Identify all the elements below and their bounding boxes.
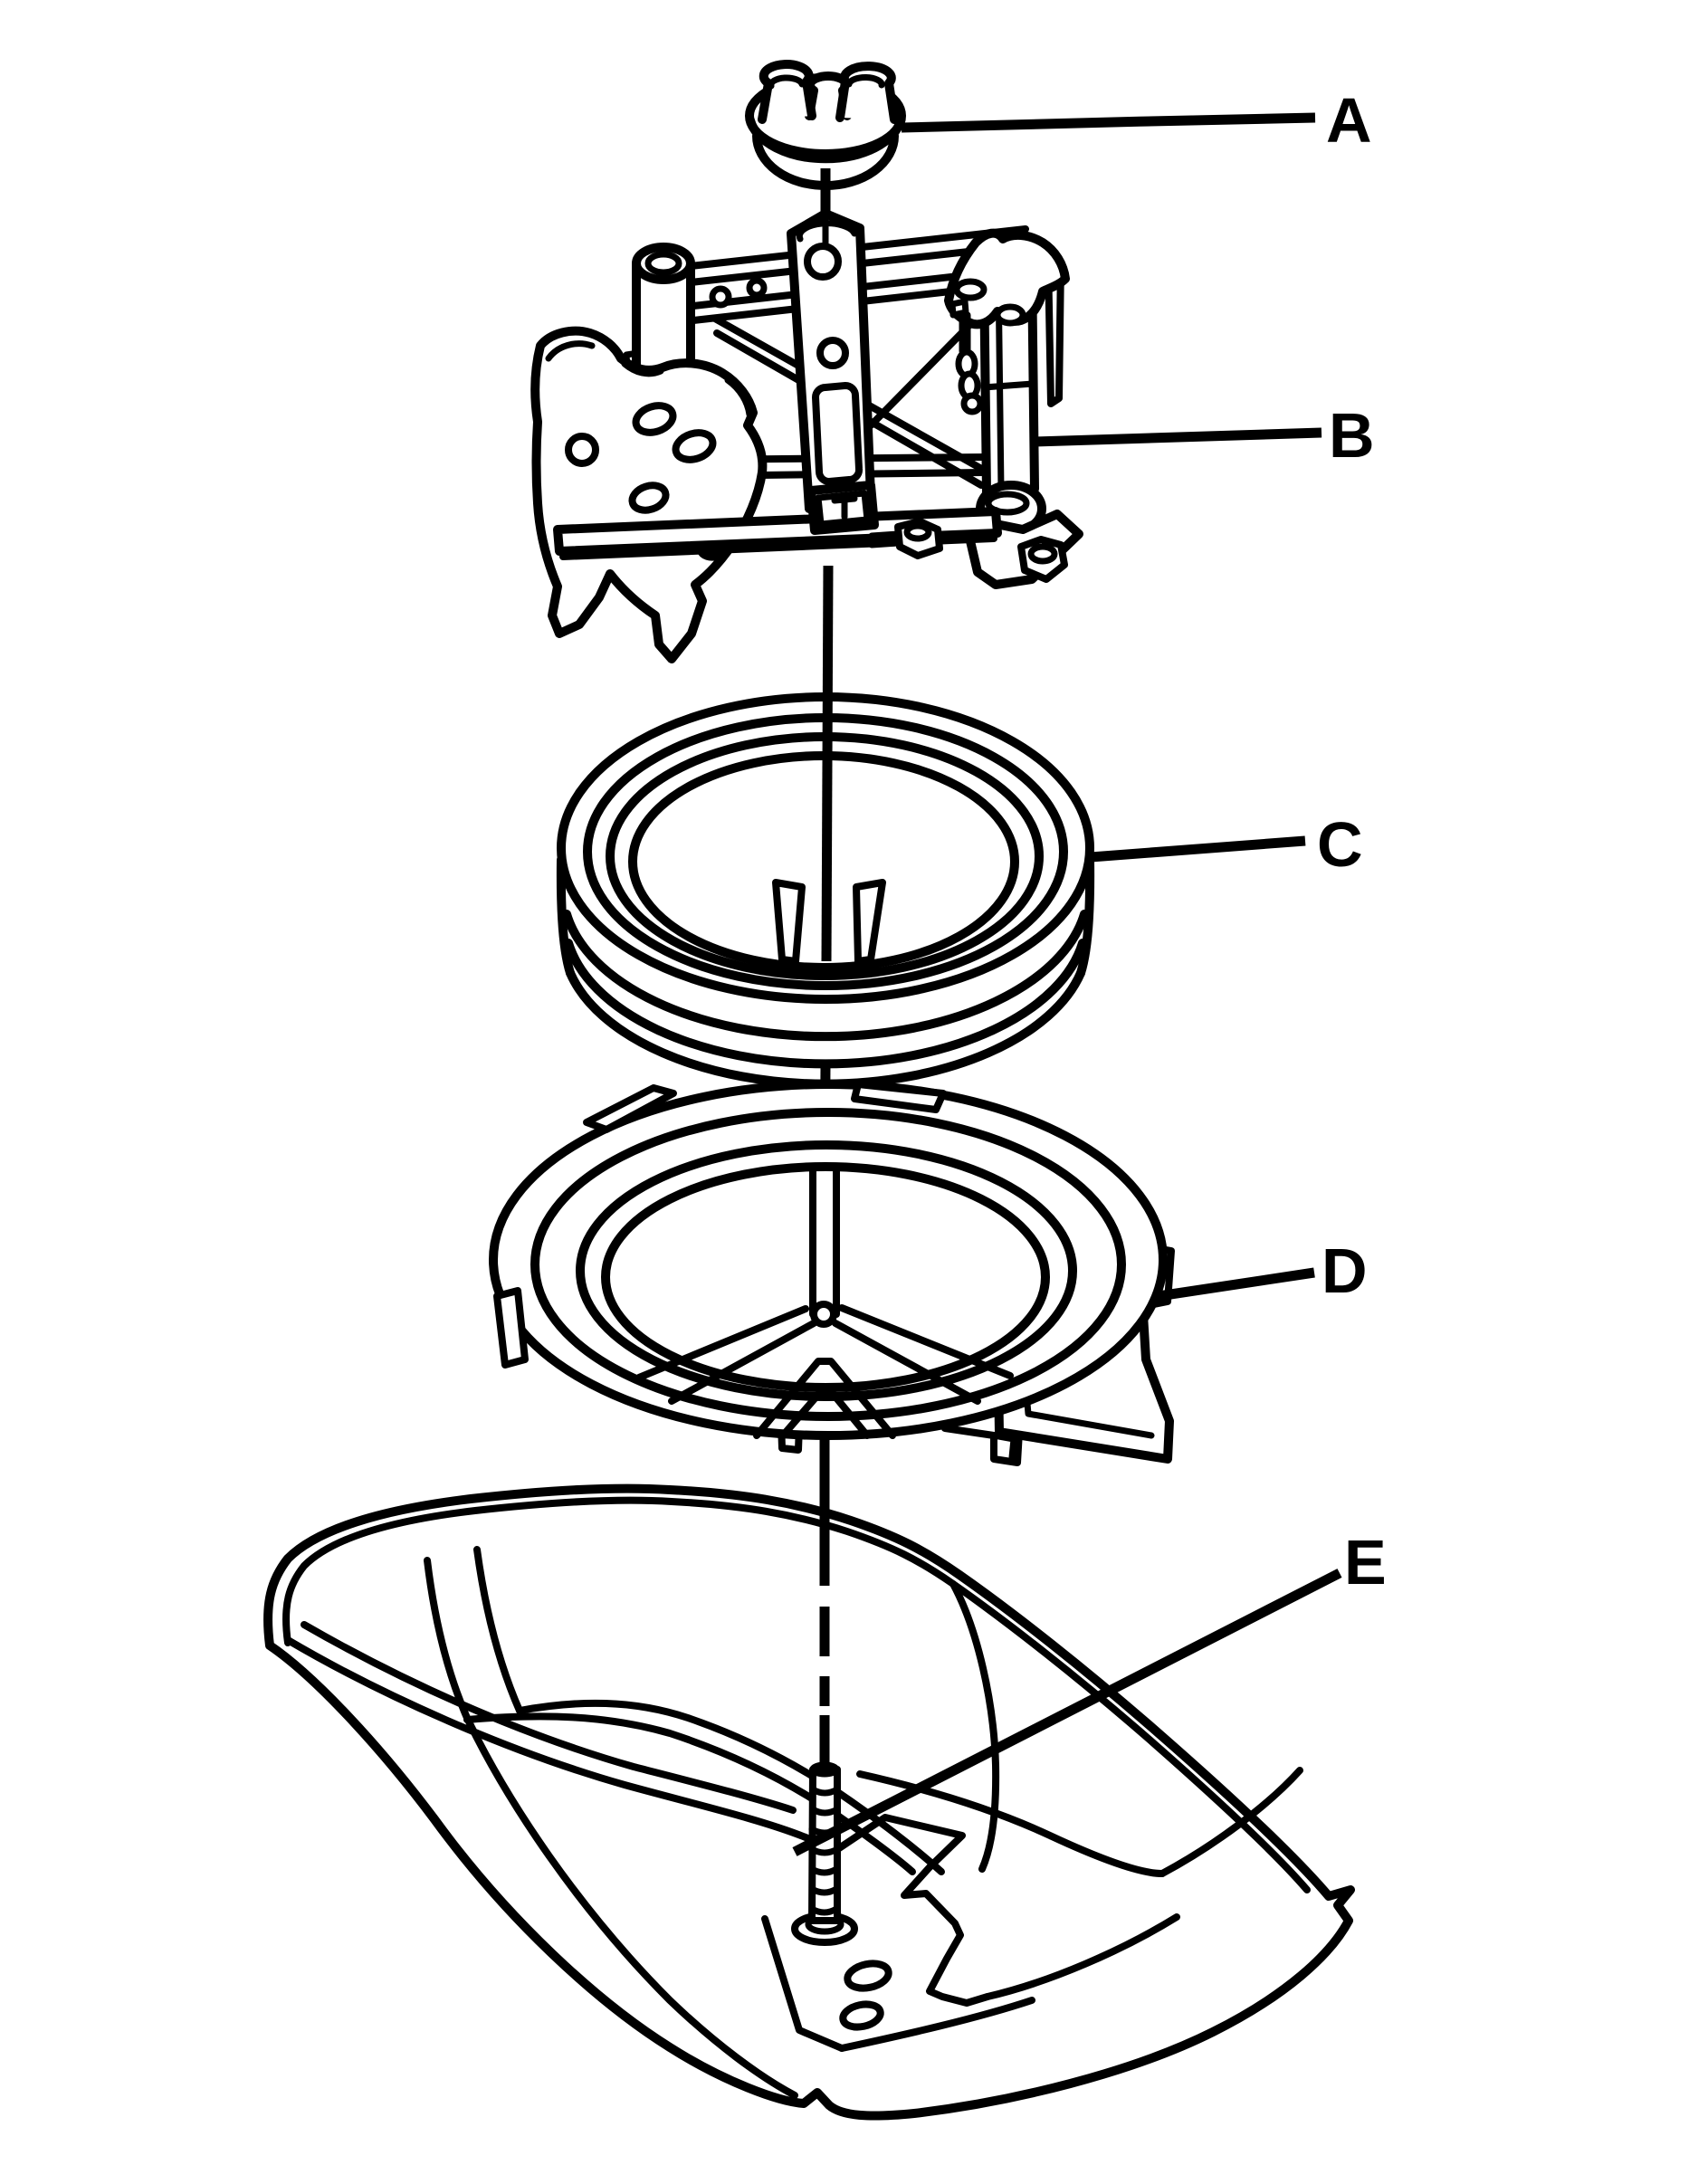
part-d-retainer-ring bbox=[489, 1080, 1175, 1466]
callout-b: B bbox=[1034, 400, 1375, 471]
callout-a: A bbox=[901, 85, 1372, 156]
part-b-jack-assembly bbox=[530, 209, 1083, 663]
leader-line-e bbox=[792, 1569, 1342, 1856]
leader-line-d bbox=[1158, 1267, 1315, 1302]
callout-c: C bbox=[1090, 809, 1363, 880]
center-axis-segment-b bbox=[821, 565, 834, 962]
leader-line-b bbox=[1034, 427, 1322, 447]
callout-e: E bbox=[792, 1527, 1387, 1856]
callout-label-e: E bbox=[1344, 1527, 1387, 1598]
callout-label-d: D bbox=[1322, 1235, 1368, 1306]
callout-label-c: C bbox=[1317, 809, 1363, 880]
part-a-retainer-nut bbox=[745, 60, 906, 190]
callout-d: D bbox=[1158, 1235, 1368, 1306]
leader-line-a bbox=[901, 112, 1316, 133]
part-e-threaded-stud bbox=[791, 1761, 892, 2031]
callout-label-a: A bbox=[1326, 85, 1372, 156]
leader-line-c bbox=[1090, 835, 1306, 863]
callout-label-b: B bbox=[1329, 400, 1375, 471]
